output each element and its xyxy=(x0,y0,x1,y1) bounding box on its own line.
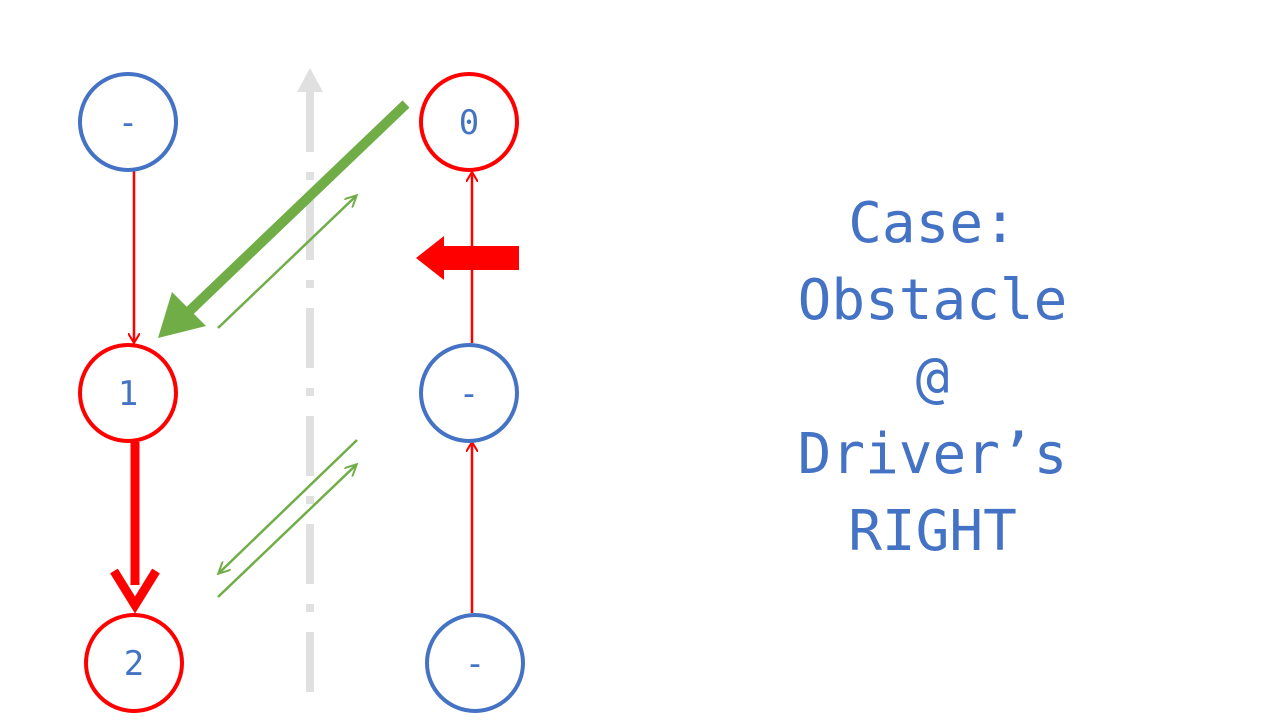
node-left-mid: 1 xyxy=(78,343,178,443)
node-right-mid-label: - xyxy=(459,374,479,414)
edge-0-to-1-thick xyxy=(174,100,410,326)
node-right-bottom: - xyxy=(425,613,525,713)
edge-green-lower-to-right xyxy=(217,465,356,598)
node-left-bottom-label: 2 xyxy=(124,644,144,684)
lane-divider-arrowhead xyxy=(297,68,323,92)
node-left-top: - xyxy=(78,72,178,172)
node-left-bottom: 2 xyxy=(84,613,184,713)
edge-1-to-2-arrowhead xyxy=(110,568,160,614)
node-left-top-label: - xyxy=(118,103,138,143)
case-title-line-2: Obstacle xyxy=(797,268,1068,333)
edge-green-right-to-lower xyxy=(219,439,358,573)
edge-green-1-to-upper xyxy=(217,196,356,329)
node-left-mid-label: 1 xyxy=(118,374,138,414)
case-title-line-1: Case: xyxy=(848,191,1017,256)
node-right-top: 0 xyxy=(419,72,519,172)
case-title: Case: Obstacle @ Driver’s RIGHT xyxy=(700,185,1165,570)
case-title-line-3: @ xyxy=(915,345,950,410)
node-right-top-label: 0 xyxy=(459,103,479,143)
case-title-line-5: RIGHT xyxy=(848,499,1017,564)
case-title-line-4: Driver’s xyxy=(797,422,1068,487)
node-right-mid: - xyxy=(419,343,519,443)
edge-0-to-1-arrowhead xyxy=(158,292,206,338)
node-right-bottom-label: - xyxy=(465,644,485,684)
obstacle-block-arrow xyxy=(416,236,519,280)
